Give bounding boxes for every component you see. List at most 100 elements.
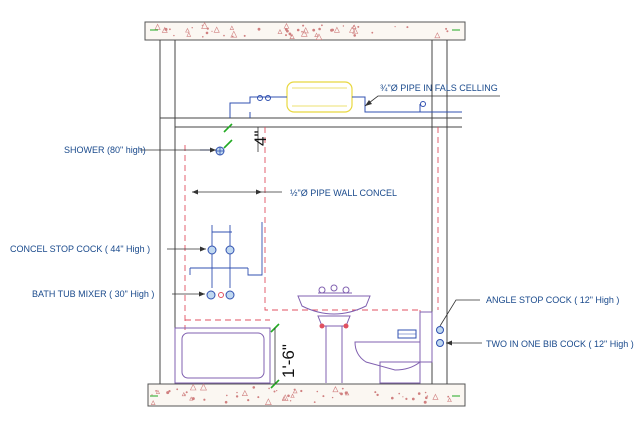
aggregate-mark bbox=[371, 31, 374, 34]
aggregate-mark bbox=[447, 397, 452, 402]
aggregate-mark bbox=[257, 396, 260, 399]
aggregate-mark bbox=[341, 387, 344, 390]
aggregate-mark bbox=[316, 390, 319, 393]
aggregate-mark bbox=[292, 388, 298, 394]
aggregate-mark bbox=[264, 398, 272, 405]
concealed-pipes bbox=[184, 127, 439, 335]
ceiling-pipe bbox=[229, 95, 462, 118]
aggregate-mark bbox=[322, 395, 325, 398]
aggregate-mark bbox=[176, 388, 179, 391]
basin-valves bbox=[319, 323, 349, 329]
aggregate-mark bbox=[331, 396, 334, 399]
water-closet bbox=[354, 311, 433, 384]
aggregate-mark bbox=[205, 31, 209, 35]
aggregate-mark bbox=[164, 27, 168, 31]
aggregate-mark bbox=[226, 394, 228, 397]
aggregate-mark bbox=[166, 391, 170, 395]
aggregate-mark bbox=[321, 24, 323, 27]
floor-slab bbox=[147, 383, 466, 407]
aggregate-mark bbox=[151, 394, 153, 396]
aggregate-mark bbox=[289, 400, 292, 402]
aggregate-mark bbox=[236, 391, 238, 394]
aggregate-mark bbox=[201, 24, 203, 26]
aggregate-mark bbox=[154, 23, 161, 30]
aggregate-mark bbox=[423, 400, 427, 404]
aggregate-mark bbox=[276, 390, 278, 392]
aggregate-mark bbox=[345, 391, 350, 396]
aggregate-dots-top bbox=[154, 21, 449, 40]
aggregate-mark bbox=[252, 386, 256, 389]
aggregate-mark bbox=[202, 36, 204, 38]
concealed-stop-cocks bbox=[207, 245, 235, 255]
aggregate-mark bbox=[447, 395, 450, 398]
walls bbox=[159, 40, 462, 384]
overhead-tank bbox=[286, 81, 353, 113]
aggregate-mark bbox=[312, 28, 316, 32]
aggregate-mark bbox=[406, 26, 409, 29]
label-pipe-ceiling: ¾"Ø PIPE IN FALS CELLING bbox=[380, 83, 498, 93]
aggregate-mark bbox=[426, 395, 429, 397]
aggregate-mark bbox=[314, 32, 319, 37]
aggregate-mark bbox=[417, 392, 421, 395]
aggregate-mark bbox=[191, 397, 195, 401]
aggregate-mark bbox=[315, 33, 323, 40]
bath-tub bbox=[174, 327, 271, 384]
aggregate-mark bbox=[186, 31, 192, 37]
aggregate-mark bbox=[285, 34, 287, 37]
aggregate-mark bbox=[288, 32, 292, 36]
aggregate-mark bbox=[155, 390, 158, 392]
dimension-lines bbox=[223, 123, 280, 389]
aggregate-mark bbox=[332, 386, 339, 393]
aggregate-mark bbox=[173, 34, 175, 37]
leader-arrows bbox=[192, 100, 452, 346]
aggregate-mark bbox=[213, 26, 220, 33]
aggregate-mark bbox=[300, 29, 308, 37]
dimension-upper: 4" bbox=[251, 131, 270, 147]
aggregate-mark bbox=[189, 383, 197, 391]
aggregate-mark bbox=[405, 397, 408, 400]
aggregate-mark bbox=[169, 28, 171, 31]
label-pipe-wall: ½"Ø PIPE WALL CONCEL bbox=[290, 188, 397, 198]
aggregate-mark bbox=[290, 393, 295, 398]
aggregate-mark bbox=[296, 28, 300, 32]
aggregate-mark bbox=[206, 27, 209, 30]
label-bib-cock: TWO IN ONE BIB COCK ( 12" High ) bbox=[486, 339, 634, 349]
aggregate-mark bbox=[342, 25, 345, 27]
aggregate-mark bbox=[357, 25, 360, 28]
aggregate-mark bbox=[300, 389, 303, 393]
label-shower: SHOWER (80" high) bbox=[64, 145, 146, 155]
bath-tub-mixer bbox=[206, 290, 235, 300]
aggregate-mark bbox=[394, 26, 396, 28]
aggregate-mark bbox=[349, 26, 356, 33]
shower-head bbox=[215, 146, 225, 156]
aggregate-mark bbox=[241, 389, 248, 397]
aggregate-mark bbox=[223, 34, 225, 37]
aggregate-mark bbox=[411, 397, 415, 401]
aggregate-mark bbox=[287, 394, 290, 398]
aggregate-mark bbox=[330, 28, 334, 32]
aggregate-mark bbox=[273, 390, 276, 393]
aggregate-mark bbox=[302, 27, 309, 34]
label-stop-cock: CONCEL STOP COCK ( 44" High ) bbox=[10, 244, 150, 254]
aggregate-mark bbox=[376, 393, 379, 397]
aggregate-mark bbox=[283, 22, 290, 29]
aggregate-mark bbox=[235, 395, 239, 398]
angle-stop-cock bbox=[436, 326, 444, 334]
aggregate-mark bbox=[318, 27, 321, 31]
aggregate-mark bbox=[284, 28, 288, 31]
aggregate-mark bbox=[313, 401, 316, 403]
aggregate-mark bbox=[391, 396, 394, 400]
aggregate-mark bbox=[432, 393, 439, 400]
dimension-lower: 1'-6" bbox=[279, 344, 298, 378]
aggregate-mark bbox=[203, 398, 206, 401]
aggregate-mark bbox=[402, 396, 404, 398]
aggregate-mark bbox=[224, 400, 228, 404]
aggregate-mark bbox=[185, 27, 190, 33]
aggregate-mark bbox=[301, 30, 303, 33]
aggregate-mark bbox=[289, 33, 295, 40]
aggregate-mark bbox=[445, 27, 448, 30]
aggregate-mark bbox=[340, 392, 343, 396]
aggregate-mark bbox=[277, 29, 283, 34]
aggregate-mark bbox=[191, 27, 193, 29]
aggregate-mark bbox=[200, 383, 207, 391]
